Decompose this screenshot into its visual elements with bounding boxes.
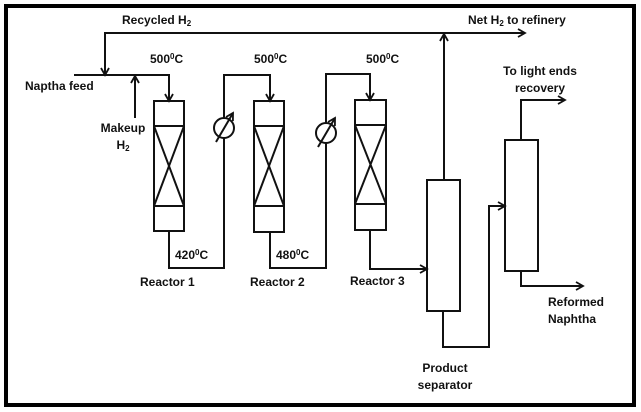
reformed-naphtha-label-2: Naphtha (548, 312, 596, 326)
heater-1-icon (213, 111, 235, 143)
makeup-h2-label: H2 (116, 138, 130, 153)
reactor-3-label: Reactor 3 (350, 274, 405, 288)
temp-reactor-1-inlet: 5000C (150, 52, 184, 66)
reactor-2-label: Reactor 2 (250, 275, 305, 289)
reactor-1-label: Reactor 1 (140, 275, 195, 289)
light-ends-line (520, 95, 567, 140)
temp-reactor-2-outlet: 4800C (276, 248, 310, 262)
light-ends-label-2: recovery (514, 81, 566, 95)
reactor-1 (153, 100, 185, 232)
separator-to-stabilizer-line (442, 201, 507, 348)
reactor-3 (354, 99, 387, 231)
naptha-feed-label: Naptha feed (25, 79, 94, 93)
product-separator-label-2: separator (417, 378, 473, 392)
temp-reactor-2-inlet: 5000C (254, 52, 288, 66)
heater-2-icon (315, 116, 337, 148)
reformed-naphtha-line (520, 271, 585, 291)
temp-reactor-1-outlet: 4200C (175, 248, 209, 262)
net-h2-label: Net H2 to refinery (468, 13, 566, 28)
reformed-naphtha-label-1: Reformed (548, 295, 605, 309)
r3-to-separator-line (369, 230, 429, 274)
r2-to-r3-line (269, 73, 375, 269)
product-separator-label-1: Product (422, 361, 468, 375)
stabilizer-column (504, 139, 539, 272)
light-ends-label-1: To light ends (503, 64, 577, 78)
reactor-2 (253, 100, 285, 233)
feed-line (74, 74, 174, 103)
product-separator (426, 179, 461, 312)
makeup-label: Makeup (100, 121, 146, 135)
temp-reactor-3-inlet: 5000C (366, 52, 400, 66)
r1-to-r2-line (168, 74, 275, 269)
recycled-h2-label: Recycled H2 (122, 13, 192, 28)
